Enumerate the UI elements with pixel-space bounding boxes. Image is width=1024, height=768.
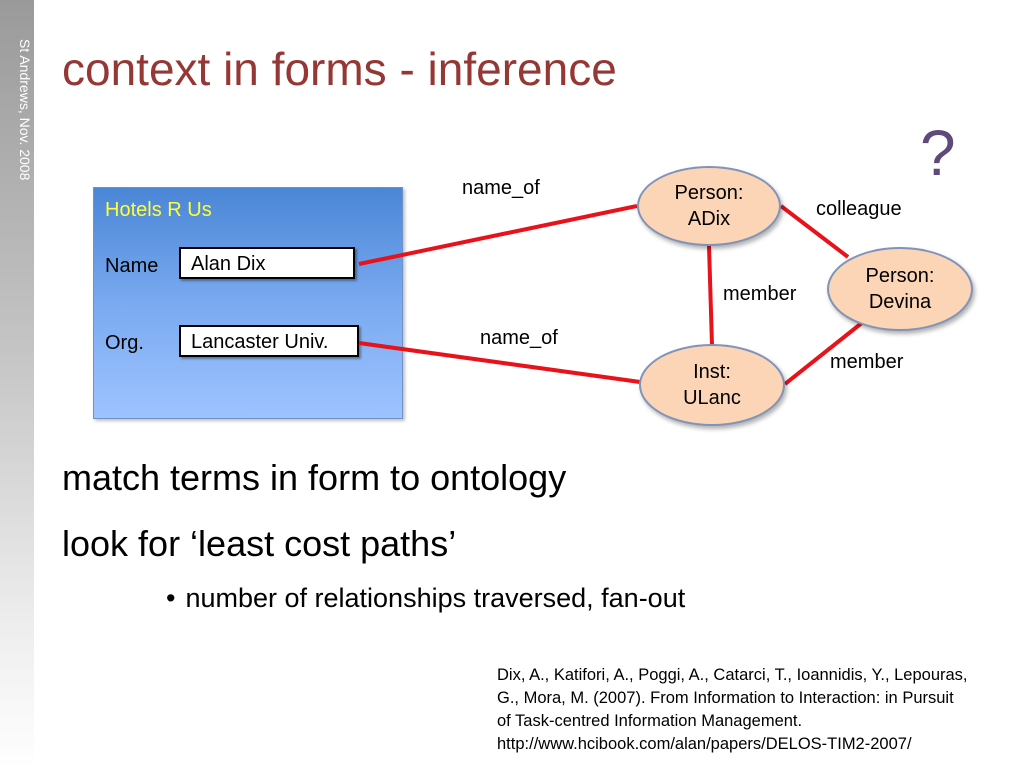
edge-adix-to-devina — [779, 204, 850, 259]
side-band: St Andrews, Nov. 2008 — [0, 0, 34, 768]
question-mark: ? — [920, 117, 956, 189]
main-point-1: match terms in form to ontology — [62, 457, 567, 498]
citation-line: of Task-centred Information Management. — [497, 712, 803, 730]
citation-line: G., Mora, M. (2007). From Information to… — [497, 689, 954, 707]
side-label: St Andrews, Nov. 2008 — [17, 39, 33, 181]
citation-line: Dix, A., Katifori, A., Poggi, A., Catarc… — [497, 666, 968, 684]
edge-label-name-of-top: name_of — [462, 177, 540, 199]
sub-point-text: number of relationships traversed, fan-o… — [185, 583, 686, 613]
edge-ulanc-to-devina — [783, 320, 865, 386]
edge-org-to-ulanc — [358, 341, 641, 384]
edge-name-to-adix — [358, 204, 638, 266]
citation: Dix, A., Katifori, A., Poggi, A., Catarc… — [497, 664, 1017, 756]
hotel-form: Hotels R Us Name Alan Dix Org. Lancaster… — [93, 187, 403, 419]
org-label: Org. — [105, 332, 144, 354]
node-ulanc-name: ULanc — [683, 387, 741, 409]
node-adix-type: Person: — [674, 182, 744, 204]
citation-url[interactable]: http://www.hcibook.com/alan/papers/DELOS… — [497, 735, 912, 753]
slide-title: context in forms - inference — [62, 43, 617, 95]
edge-label-colleague: colleague — [816, 198, 902, 220]
edge-adix-to-ulanc — [707, 245, 714, 346]
edge-label-name-of-bottom: name_of — [480, 327, 558, 349]
sub-point: • number of relationships traversed, fan-… — [166, 583, 685, 614]
edge-label-member-diagonal: member — [830, 351, 904, 373]
bullet-dot-icon: • — [166, 583, 176, 613]
node-person-devina: Person: Devina — [827, 247, 973, 331]
node-inst-ulanc: Inst: ULanc — [639, 344, 785, 426]
node-devina-type: Person: — [865, 265, 935, 287]
name-field[interactable]: Alan Dix — [179, 247, 355, 279]
node-person-adix: Person: ADix — [637, 166, 781, 246]
edge-label-member-vertical: member — [723, 283, 797, 305]
name-label: Name — [105, 255, 159, 277]
form-title: Hotels R Us — [105, 199, 212, 221]
main-point-2: look for ‘least cost paths’ — [62, 523, 457, 564]
node-devina-name: Devina — [868, 291, 932, 313]
org-field[interactable]: Lancaster Univ. — [179, 325, 359, 357]
node-adix-name: ADix — [687, 208, 731, 230]
node-ulanc-type: Inst: — [693, 361, 731, 383]
